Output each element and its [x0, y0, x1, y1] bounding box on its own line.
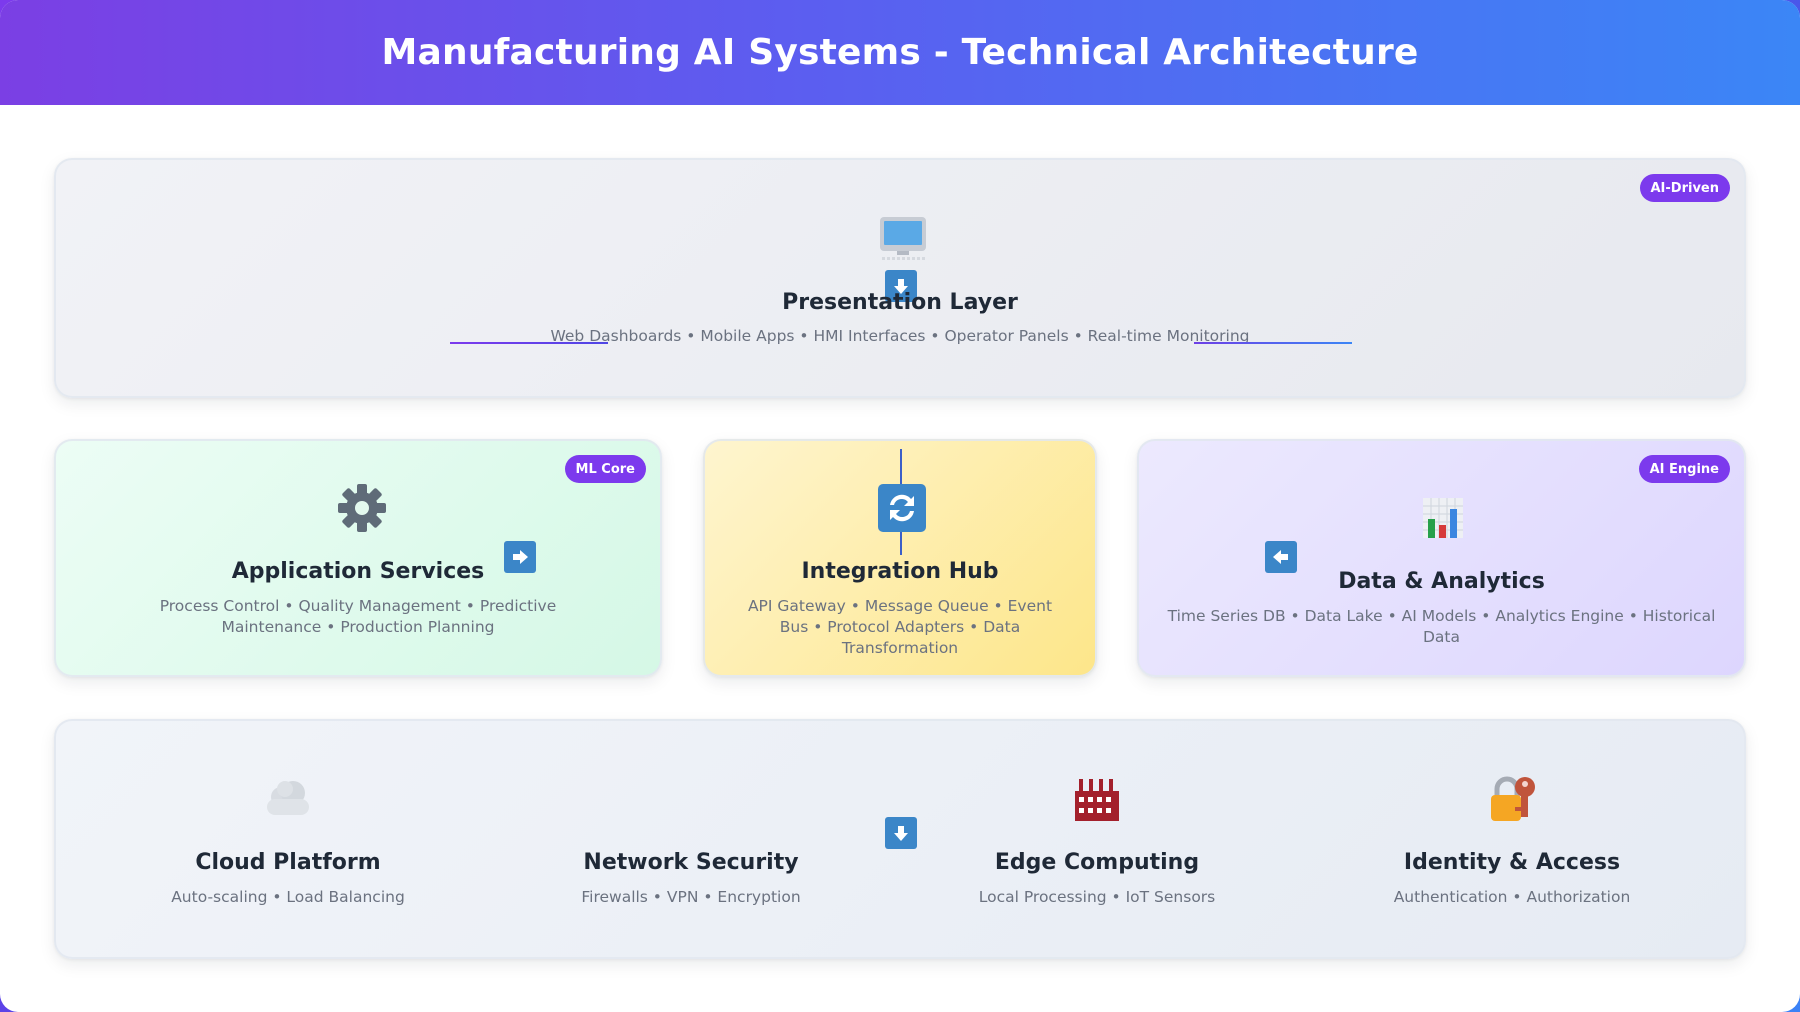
application-services-description: Process Control • Quality Management • P…	[159, 597, 557, 636]
presentation-layer-description: Web Dashboards • Mobile Apps • HMI Inter…	[550, 327, 1250, 345]
infrastructure-layer-card[interactable]: Cloud Platform Auto-scaling • Load Balan…	[54, 719, 1746, 959]
connector-line-right	[1194, 342, 1352, 344]
identity-access-title: Identity & Access	[1403, 850, 1621, 875]
arrow-right-icon	[504, 541, 536, 573]
arrow-down-icon	[885, 270, 917, 302]
application-services-card[interactable]: ML Core Application Serv	[54, 439, 662, 677]
edge-computing-title: Edge Computing	[994, 850, 1200, 875]
application-services-title: Application Services	[231, 559, 485, 584]
cloud-icon	[263, 775, 313, 823]
data-analytics-description: Time Series DB • Data Lake • AI Models •…	[1167, 607, 1716, 646]
cloud-platform-description: Auto-scaling • Load Balancing	[171, 888, 405, 906]
integration-hub-card[interactable]: Integration Hub API Gateway • Message Qu…	[703, 439, 1097, 677]
integration-hub-title: Integration Hub	[801, 559, 999, 584]
integration-hub-description: API Gateway • Message Queue • Event Bus …	[747, 597, 1053, 657]
computer-icon	[878, 215, 928, 267]
connector-line-left	[450, 342, 608, 344]
factory-icon	[1073, 775, 1121, 827]
network-security-description: Firewalls • VPN • Encryption	[581, 888, 801, 906]
gear-icon	[337, 483, 387, 537]
edge-computing-item[interactable]: Edge Computing Local Processing • IoT Se…	[907, 721, 1287, 961]
presentation-layer-card[interactable]: AI-Driven Presentation Layer Web Dashboa…	[54, 158, 1746, 398]
bar-chart-icon	[1422, 497, 1464, 543]
edge-computing-description: Local Processing • IoT Sensors	[978, 888, 1216, 906]
identity-access-item[interactable]: Identity & Access Authentication • Autho…	[1322, 721, 1702, 961]
cloud-platform-title: Cloud Platform	[195, 850, 381, 875]
network-security-item[interactable]: Network Security Firewalls • VPN • Encry…	[501, 721, 881, 961]
page-title: Manufacturing AI Systems - Technical Arc…	[381, 32, 1419, 73]
arrow-down-icon	[885, 817, 917, 849]
cloud-platform-item[interactable]: Cloud Platform Auto-scaling • Load Balan…	[98, 721, 478, 961]
ml-core-badge: ML Core	[564, 455, 646, 483]
identity-access-description: Authentication • Authorization	[1393, 888, 1631, 906]
sync-icon	[877, 483, 927, 537]
network-security-title: Network Security	[583, 850, 799, 875]
lock-key-icon	[1487, 773, 1539, 829]
ai-driven-badge: AI-Driven	[1639, 174, 1730, 202]
header-bar: Manufacturing AI Systems - Technical Arc…	[0, 0, 1800, 105]
arrow-left-icon	[1265, 541, 1297, 573]
data-analytics-card[interactable]: AI Engine Data & Analytics Time Series D…	[1137, 439, 1746, 677]
presentation-layer-title: Presentation Layer	[782, 290, 1018, 315]
ai-engine-badge: AI Engine	[1638, 455, 1730, 483]
data-analytics-title: Data & Analytics	[1338, 569, 1545, 594]
